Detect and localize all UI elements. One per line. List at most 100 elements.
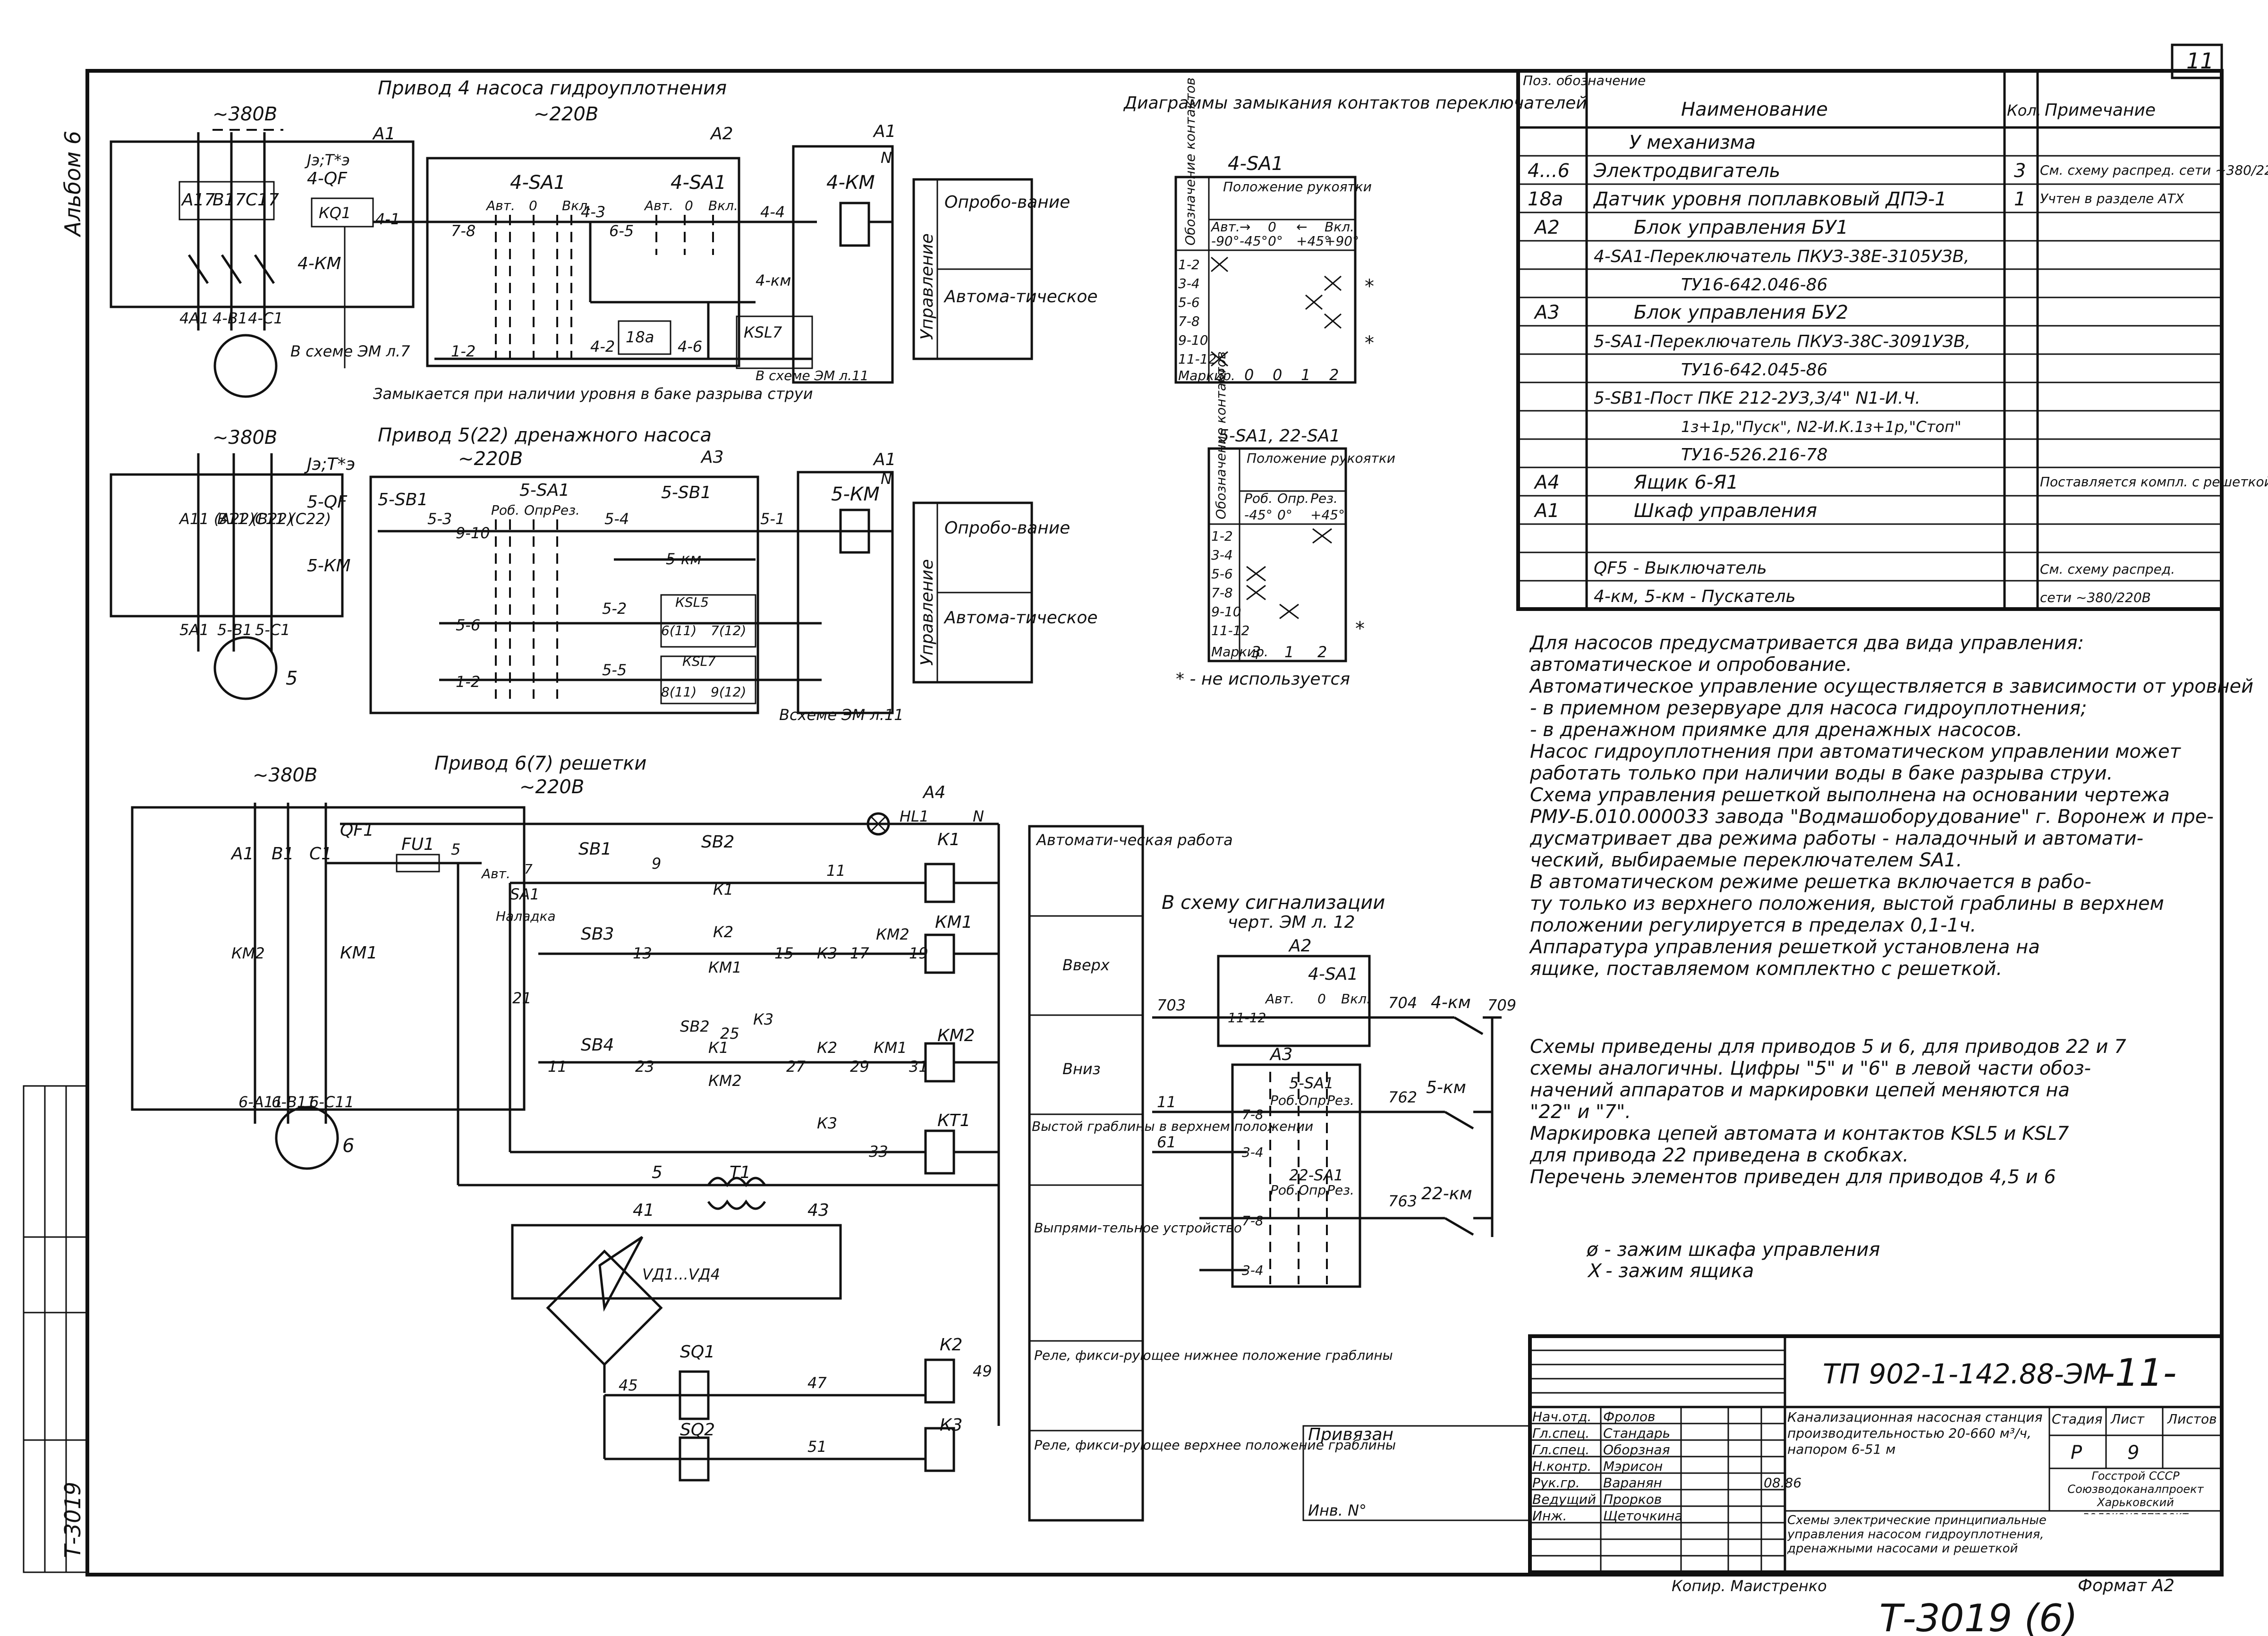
svg-text:*: * xyxy=(1365,332,1374,354)
notes-block: Для насосов предусматривается два вида у… xyxy=(1529,632,2253,1188)
svg-text:Положение рукоятки: Положение рукоятки xyxy=(1247,450,1395,466)
svg-text:5-SB1: 5-SB1 xyxy=(378,490,428,509)
svg-text:К2: К2 xyxy=(817,1039,837,1057)
signal-a2-box xyxy=(1217,955,1371,1047)
svg-text:7-8: 7-8 xyxy=(1178,314,1200,329)
svg-text:1-2: 1-2 xyxy=(456,673,480,691)
grate-km2-coil xyxy=(924,1042,955,1083)
pump4-voltage: ~220В xyxy=(534,103,598,125)
svg-text:709: 709 xyxy=(1487,996,1516,1014)
svg-text:Рез.: Рез. xyxy=(1327,1182,1354,1198)
svg-text:Положение рукоятки: Положение рукоятки xyxy=(1223,179,1372,195)
svg-text:4-SA1: 4-SA1 xyxy=(671,172,726,194)
svg-text:0: 0 xyxy=(685,198,693,213)
svg-text:22-км: 22-км xyxy=(1421,1184,1472,1204)
pump4-circuit: Привод 4 насоса гидроуплотнения ~220В ~3… xyxy=(110,77,1098,403)
svg-text:7-8: 7-8 xyxy=(1242,1213,1264,1229)
switch-diagrams: Диаграммы замыкания контактов переключат… xyxy=(1123,77,1587,689)
svg-text:Вкл.: Вкл. xyxy=(562,198,592,213)
svg-text:61: 61 xyxy=(1157,1133,1176,1151)
svg-text:0°: 0° xyxy=(1277,507,1292,523)
svg-text:А11 (А22): А11 (А22) xyxy=(178,510,255,528)
svg-text:Автома-тическое: Автома-тическое xyxy=(943,608,1098,627)
svg-text:Управление: Управление xyxy=(917,233,937,340)
svg-text:7(12): 7(12) xyxy=(711,623,746,638)
svg-text:Реле, фикси-рующее нижнее поло: Реле, фикси-рующее нижнее положение граб… xyxy=(1034,1348,1393,1363)
svg-text:Ведущий: Ведущий xyxy=(1532,1492,1596,1507)
svg-text:Опр.: Опр. xyxy=(1277,491,1309,506)
svg-text:Поставляется компл. с решеткой: Поставляется компл. с решеткой xyxy=(2040,474,2268,490)
svg-text:Стадия: Стадия xyxy=(2052,1411,2102,1427)
svg-text:В17: В17 xyxy=(212,190,246,210)
grate-title: Привод 6(7) решетки xyxy=(434,753,646,774)
svg-text:0: 0 xyxy=(1273,366,1282,384)
svg-text:0°: 0° xyxy=(1268,233,1283,249)
svg-text:4-SA1: 4-SA1 xyxy=(1228,153,1283,175)
svg-text:08.86: 08.86 xyxy=(1764,1475,1801,1491)
svg-text:КМ2: КМ2 xyxy=(876,925,909,943)
diagram-4sa1-table xyxy=(1174,176,1357,384)
svg-text:Нач.отд.: Нач.отд. xyxy=(1532,1409,1591,1424)
svg-text:Опр.: Опр. xyxy=(524,502,556,518)
svg-text:Авт.: Авт. xyxy=(644,198,673,213)
svg-text:+45°: +45° xyxy=(1310,507,1345,523)
note-line: В автоматическом режиме решетка включает… xyxy=(1530,871,2091,893)
svg-text:Авт.: Авт. xyxy=(1265,991,1294,1007)
svg-text:ТУ16-526.216-78: ТУ16-526.216-78 xyxy=(1681,445,1827,465)
spec-header-note: Примечание xyxy=(2045,101,2156,120)
svg-text:К2: К2 xyxy=(940,1335,962,1355)
svg-text:4-С1: 4-С1 xyxy=(248,309,283,327)
svg-text:7-8: 7-8 xyxy=(1211,585,1233,601)
drawing-sheet-mark: -11- xyxy=(2101,1351,2177,1395)
svg-text:11-12: 11-12 xyxy=(1211,623,1249,638)
svg-text:SB3: SB3 xyxy=(581,924,614,944)
svg-text:1: 1 xyxy=(1284,643,1294,661)
svg-text:Стандарь: Стандарь xyxy=(1603,1425,1670,1441)
svg-text:4-QF: 4-QF xyxy=(307,169,348,188)
svg-text:5-6: 5-6 xyxy=(1211,566,1233,582)
svg-text:9-10: 9-10 xyxy=(1211,604,1241,619)
svg-text:21: 21 xyxy=(512,989,532,1007)
svg-text:1-2: 1-2 xyxy=(451,342,476,360)
svg-text:А4: А4 xyxy=(1533,472,1560,493)
grate-function-column xyxy=(1028,825,1144,1522)
svg-text:47: 47 xyxy=(807,1374,827,1392)
pump4-a1-right-box xyxy=(792,145,894,384)
svg-text:5-км: 5-км xyxy=(666,550,701,568)
svg-text:Всхеме ЭМ л.11: Всхеме ЭМ л.11 xyxy=(779,706,904,724)
svg-text:2: 2 xyxy=(1329,366,1339,384)
object-title: Канализационная насосная станция произво… xyxy=(1787,1409,2043,1457)
svg-text:А3: А3 xyxy=(700,448,724,467)
svg-text:1: 1 xyxy=(2014,188,2026,210)
svg-text:762: 762 xyxy=(1388,1088,1417,1106)
svg-text:SB4: SB4 xyxy=(581,1035,614,1055)
svg-text:Датчик уровня поплавковый ДПЭ-: Датчик уровня поплавковый ДПЭ-1 xyxy=(1593,188,1947,210)
svg-text:0: 0 xyxy=(1317,991,1326,1007)
svg-text:Jэ;Т*э: Jэ;Т*э xyxy=(304,151,350,169)
legend-box-terminal: ⵝ - зажим ящика xyxy=(1587,1260,1754,1282)
svg-text:-45°: -45° xyxy=(1244,507,1273,523)
sheet-frame xyxy=(85,69,2224,1577)
svg-text:4-В1: 4-В1 xyxy=(212,309,247,327)
svg-text:1-2: 1-2 xyxy=(1211,528,1233,544)
svg-text:3-4: 3-4 xyxy=(1242,1144,1264,1160)
grate-k3-coil xyxy=(924,1427,955,1472)
svg-text:Автома-тическое: Автома-тическое xyxy=(943,287,1098,306)
pump4-supply: ~380В xyxy=(212,103,277,125)
svg-text:А1: А1 xyxy=(873,450,896,469)
svg-text:Опробо-вание: Опробо-вание xyxy=(944,518,1070,538)
svg-text:4-1: 4-1 xyxy=(375,210,400,228)
svg-text:В11 (В22): В11 (В22) xyxy=(217,510,293,528)
svg-text:0: 0 xyxy=(1268,219,1276,235)
svg-text:Роб.: Роб. xyxy=(1270,1182,1299,1198)
svg-text:4...6: 4...6 xyxy=(1528,160,1570,182)
svg-text:Учтен в разделе АТХ: Учтен в разделе АТХ xyxy=(2040,191,2184,206)
svg-text:С11 (С22): С11 (С22) xyxy=(255,510,331,528)
svg-text:В1: В1 xyxy=(272,844,294,864)
svg-text:1-2: 1-2 xyxy=(1178,257,1200,272)
note-line: Схемы приведены для приводов 5 и 6, для … xyxy=(1530,1036,2126,1058)
svg-text:А1: А1 xyxy=(230,844,254,864)
svg-text:Рез.: Рез. xyxy=(552,502,580,518)
svg-text:5-SA1-Переключатель ПКУЗ-38С-3: 5-SA1-Переключатель ПКУЗ-38С-3091УЗВ, xyxy=(1594,332,1971,351)
